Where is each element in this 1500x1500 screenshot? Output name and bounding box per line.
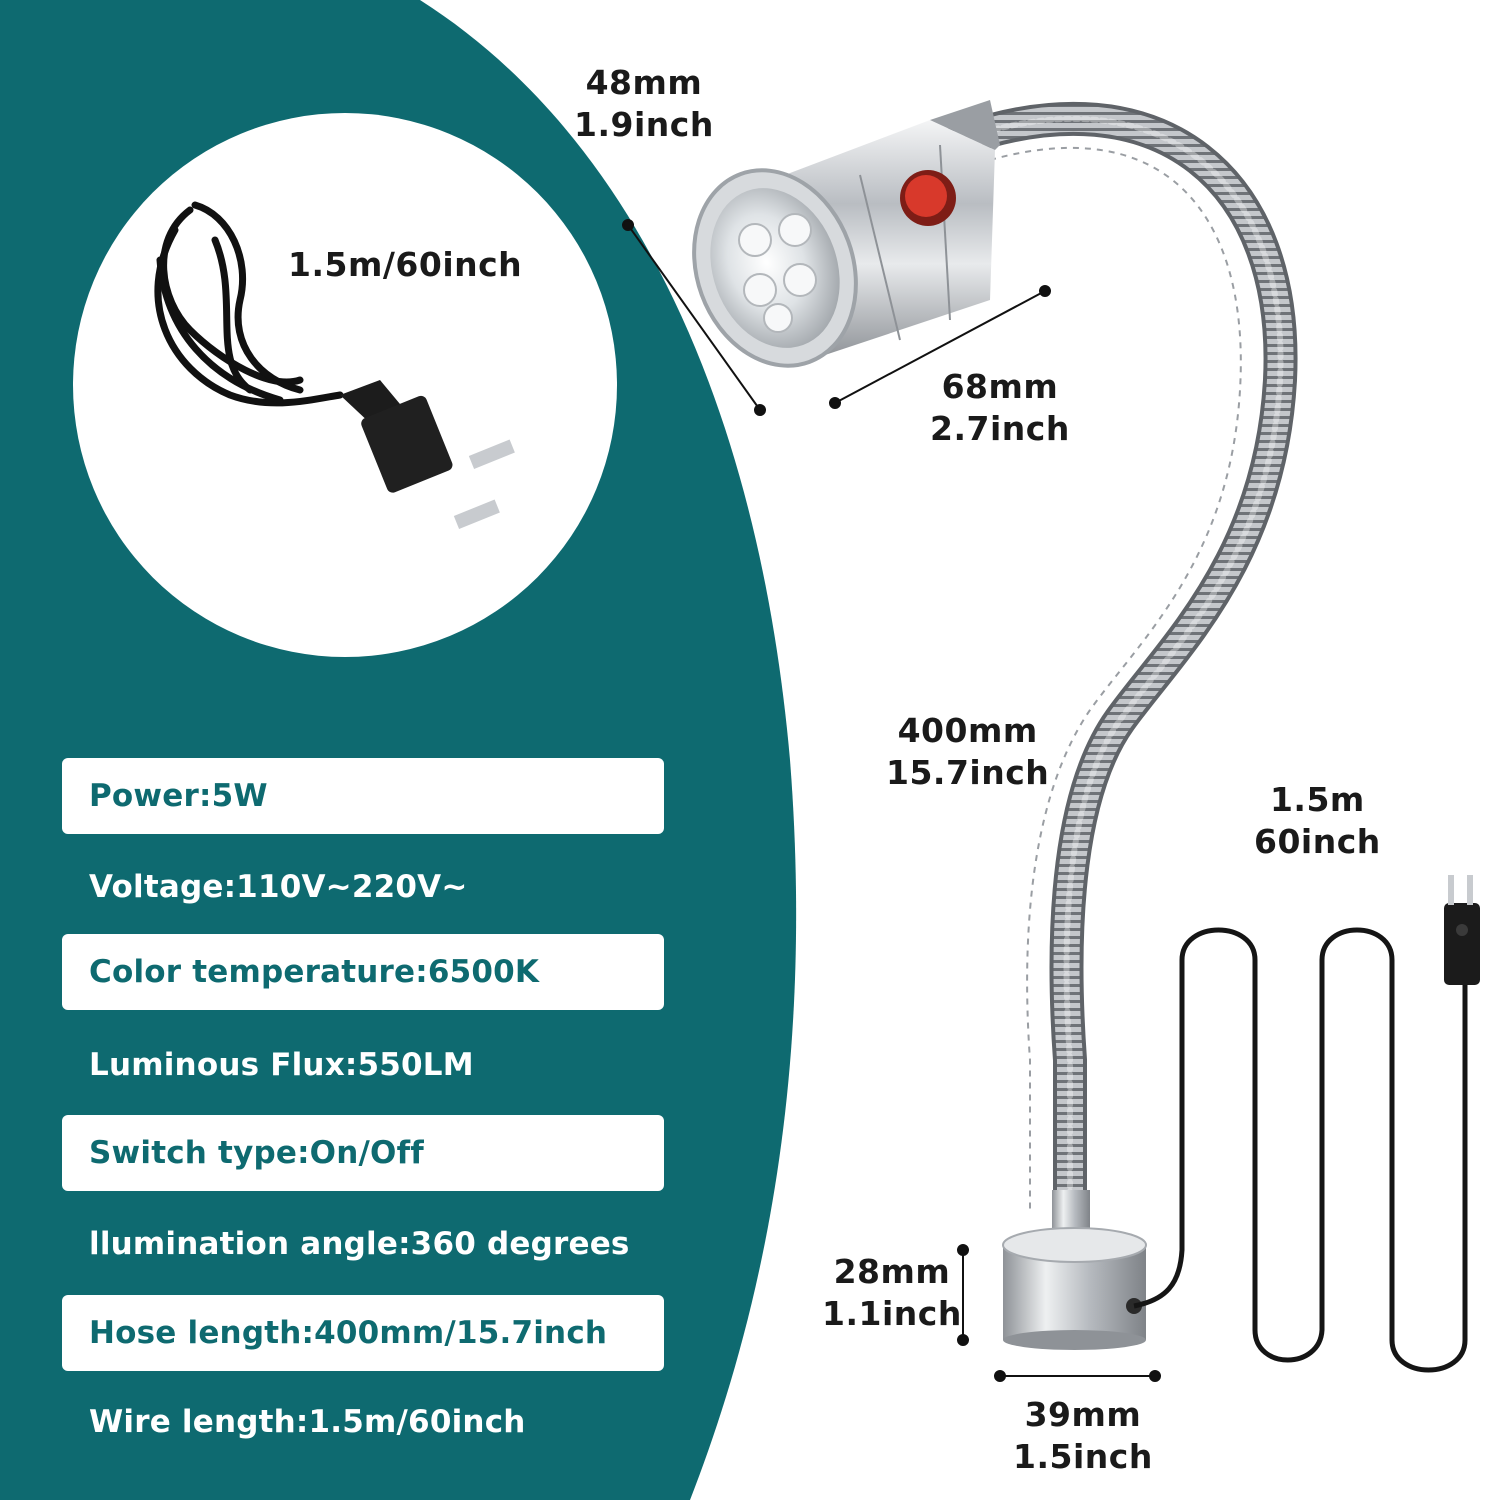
spec-wire-length: Wire length:1.5m/60inch [89, 1404, 526, 1440]
spec-voltage: Voltage:110V~220V~ [89, 869, 468, 905]
dimension-hose-length: 400mm 15.7inch [886, 710, 1049, 794]
dimension-imperial: 60inch [1254, 822, 1381, 861]
magnetic-base [1002, 1227, 1147, 1350]
spec-power: Power:5W [62, 758, 664, 834]
spec-switch-type: Switch type:On/Off [62, 1115, 664, 1191]
power-cord-inset [73, 113, 617, 657]
small-plug-icon [1444, 875, 1480, 985]
spec-color-temperature: Color temperature:6500K [62, 934, 664, 1010]
dimension-metric: 28mm [833, 1252, 951, 1291]
dimension-imperial: 15.7inch [886, 753, 1050, 792]
dimension-lines [622, 219, 1161, 1382]
spec-hose-length: Hose length:400mm/15.7inch [62, 1295, 664, 1371]
plug-icon [340, 380, 515, 529]
dimension-imperial: 1.5inch [1013, 1437, 1153, 1476]
dimension-base-diameter: 39mm 1.5inch [1013, 1394, 1153, 1478]
dimension-metric: 39mm [1024, 1395, 1142, 1434]
power-switch [900, 170, 956, 226]
hose-measure-line [989, 146, 1242, 1210]
coiled-cord-icon [154, 201, 344, 407]
dimension-metric: 400mm [897, 711, 1038, 750]
spec-luminous-flux: Luminous Flux:550LM [89, 1047, 474, 1083]
dimension-metric: 1.5m [1269, 780, 1365, 819]
dimension-base-height: 28mm 1.1inch [822, 1251, 962, 1335]
spec-illumination-angle: llumination angle:360 degrees [89, 1226, 630, 1262]
dimension-metric: 48mm [585, 63, 703, 102]
dimension-imperial: 2.7inch [930, 409, 1070, 448]
dimension-metric: 68mm [941, 367, 1059, 406]
gooseneck-hose [943, 101, 1298, 1217]
dimension-head-diameter: 48mm 1.9inch [574, 62, 714, 146]
power-cable [1133, 927, 1468, 1373]
dimension-head-length: 68mm 2.7inch [930, 366, 1070, 450]
inset-cable-length-label: 1.5m/60inch [288, 245, 523, 284]
dimension-imperial: 1.9inch [574, 105, 714, 144]
dimension-imperial: 1.1inch [822, 1294, 962, 1333]
dimension-wire-length: 1.5m 60inch [1254, 779, 1381, 863]
lamp-head [692, 100, 1000, 368]
